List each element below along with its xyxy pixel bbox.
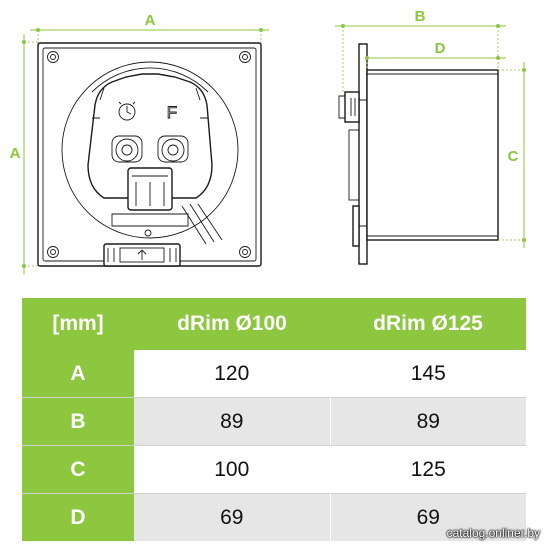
timer-icon [118, 101, 136, 121]
table-header-row: [mm] dRim Ø100 dRim Ø125 [22, 298, 526, 350]
row-label: D [22, 493, 134, 541]
value-cell: 100 [134, 445, 330, 494]
dimension-label-a-top: A [145, 12, 156, 29]
value-cell: 69 [329, 493, 526, 541]
dimension-label-b: B [415, 8, 426, 25]
cable-clamp [111, 203, 223, 245]
header-model-100: dRim Ø100 [134, 298, 330, 350]
row-label: B [22, 397, 134, 446]
potentiometer-right [157, 135, 189, 163]
row-label: A [22, 350, 134, 398]
row-label: C [22, 445, 134, 494]
dimension-label-c: C [508, 148, 519, 165]
cable-entry [103, 243, 181, 267]
value-cell: 69 [134, 493, 330, 541]
terminal-block [127, 167, 173, 211]
table-row: C 100 125 [22, 445, 526, 494]
header-unit: [mm] [22, 298, 134, 350]
value-cell: 89 [329, 397, 526, 446]
technical-drawing: A A F [10, 8, 526, 274]
table-row: D 69 69 [22, 493, 526, 541]
table-row: B 89 89 [22, 397, 526, 446]
potentiometer-left [111, 135, 143, 163]
dimension-c: C [498, 62, 526, 248]
header-model-125: dRim Ø125 [330, 298, 526, 350]
side-view [338, 43, 499, 265]
watermark: catalog.onliner.by [446, 526, 540, 540]
value-cell: 125 [329, 445, 526, 494]
dimension-d: D [365, 40, 506, 70]
dimension-label-d: D [435, 40, 446, 57]
dimension-label-a-side: A [10, 145, 21, 162]
front-view: F [37, 42, 262, 267]
dimension-a-vertical: A [10, 34, 38, 274]
value-cell: 120 [134, 350, 330, 398]
dimension-table: [mm] dRim Ø100 dRim Ø125 A 120 145 B 89 … [22, 298, 526, 541]
dimension-a-horizontal: A [30, 12, 269, 46]
value-cell: 89 [134, 397, 330, 446]
table-row: A 120 145 [22, 350, 526, 398]
value-cell: 145 [329, 350, 526, 398]
mode-letter-label: F [167, 103, 177, 122]
screw-holes [47, 51, 251, 258]
